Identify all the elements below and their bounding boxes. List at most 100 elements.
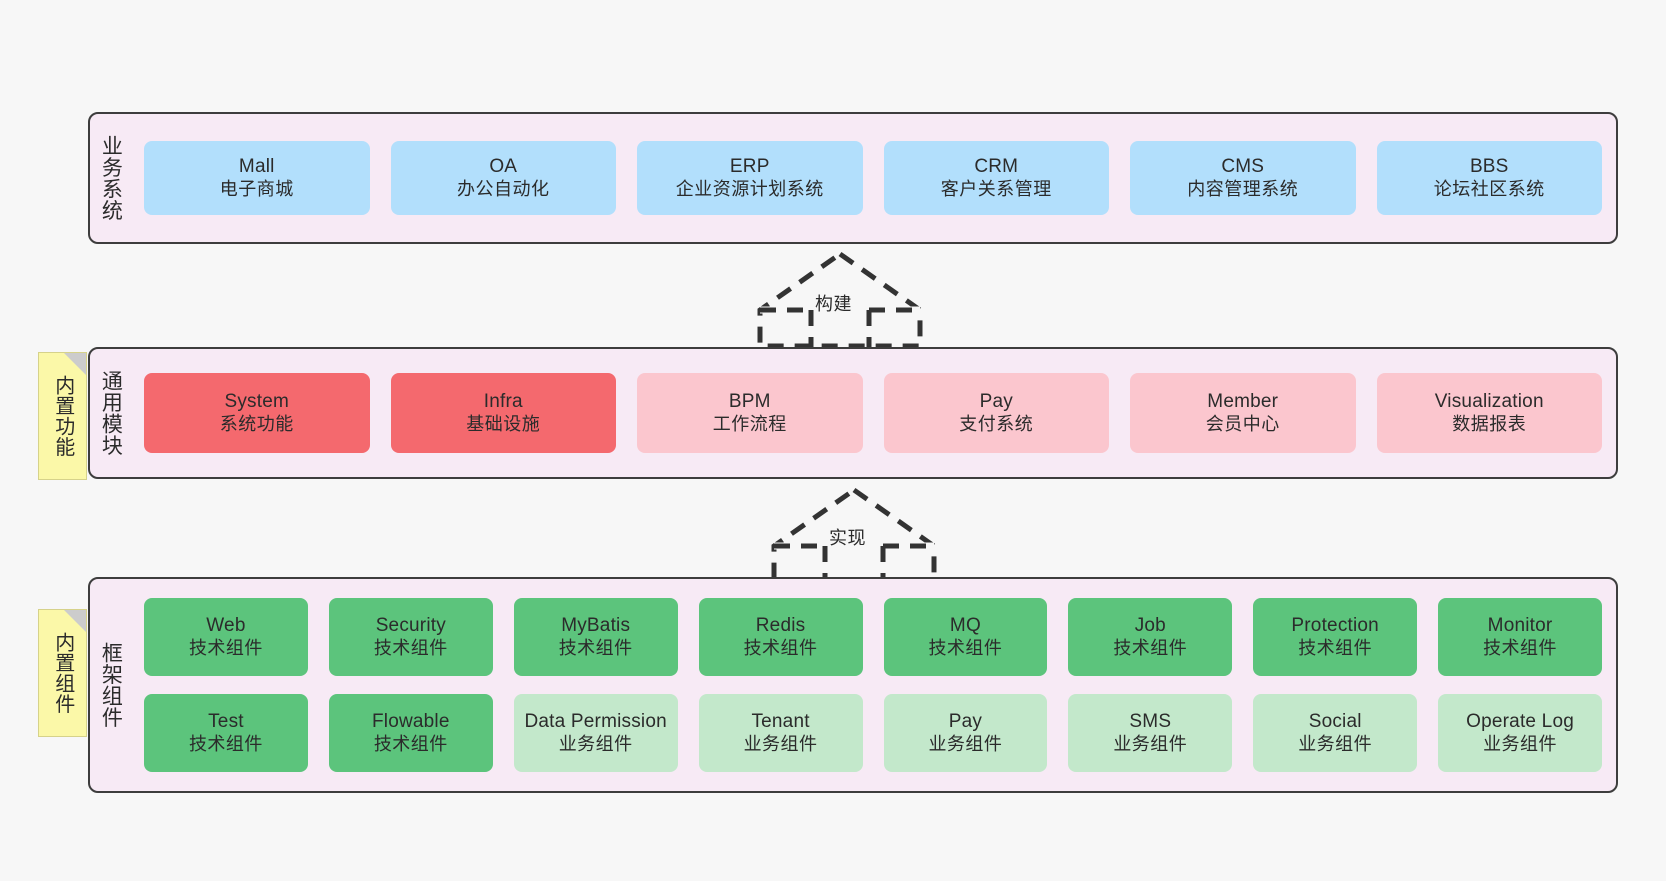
card-subtitle: 业务组件 bbox=[1483, 733, 1558, 754]
card-subtitle: 企业资源计划系统 bbox=[675, 178, 824, 199]
card-title: Social bbox=[1308, 711, 1362, 733]
sticky-note-builtin-components: 内置组件 bbox=[38, 609, 87, 737]
sticky-note-builtin-features: 内置功能 bbox=[38, 352, 87, 480]
connector-label-implement: 实现 bbox=[829, 528, 866, 548]
card-protection[interactable]: Protection 技术组件 bbox=[1253, 598, 1418, 676]
card-data-permission[interactable]: Data Permission 业务组件 bbox=[513, 694, 678, 772]
card-job[interactable]: Job 技术组件 bbox=[1068, 598, 1233, 676]
card-title: MQ bbox=[949, 615, 981, 637]
card-cms[interactable]: CMS 内容管理系统 bbox=[1130, 141, 1356, 215]
card-visualization[interactable]: Visualization 数据报表 bbox=[1376, 373, 1602, 453]
connector-label-build: 构建 bbox=[815, 294, 852, 314]
card-subtitle: 办公自动化 bbox=[457, 178, 550, 199]
layer-title-common-modules: 通用模块 bbox=[99, 370, 123, 456]
card-title: Security bbox=[375, 615, 446, 637]
card-monitor[interactable]: Monitor 技术组件 bbox=[1438, 598, 1602, 676]
card-subtitle: 系统功能 bbox=[219, 413, 294, 434]
card-flowable[interactable]: Flowable 技术组件 bbox=[328, 694, 493, 772]
card-subtitle: 论坛社区系统 bbox=[1433, 178, 1545, 199]
card-title: Pay bbox=[979, 391, 1013, 413]
card-title: Flowable bbox=[371, 711, 450, 733]
card-crm[interactable]: CRM 客户关系管理 bbox=[883, 141, 1109, 215]
card-grid-framework-components: Web 技术组件 Security 技术组件 MyBatis 技术组件 Redi… bbox=[130, 579, 1616, 791]
card-title: Data Permission bbox=[524, 711, 667, 733]
card-title: Infra bbox=[483, 391, 523, 413]
card-row: Mall 电子商城 OA 办公自动化 ERP 企业资源计划系统 CRM 客户关系… bbox=[144, 141, 1602, 215]
card-subtitle: 业务组件 bbox=[558, 733, 633, 754]
card-subtitle: 客户关系管理 bbox=[940, 178, 1052, 199]
card-subtitle: 基础设施 bbox=[466, 413, 541, 434]
card-subtitle: 技术组件 bbox=[373, 733, 448, 754]
card-title: Web bbox=[206, 615, 246, 637]
card-test[interactable]: Test 技术组件 bbox=[144, 694, 308, 772]
card-title: Monitor bbox=[1487, 615, 1553, 637]
card-redis[interactable]: Redis 技术组件 bbox=[698, 598, 863, 676]
card-subtitle: 技术组件 bbox=[1113, 637, 1188, 658]
card-row: System 系统功能 Infra 基础设施 BPM 工作流程 Pay 支付系统… bbox=[144, 373, 1602, 453]
card-mq[interactable]: MQ 技术组件 bbox=[883, 598, 1048, 676]
card-grid-business-systems: Mall 电子商城 OA 办公自动化 ERP 企业资源计划系统 CRM 客户关系… bbox=[130, 114, 1616, 242]
card-subtitle: 技术组件 bbox=[188, 733, 263, 754]
card-title: MyBatis bbox=[561, 615, 631, 637]
card-security[interactable]: Security 技术组件 bbox=[328, 598, 493, 676]
card-title: BPM bbox=[728, 391, 771, 413]
layer-framework-components: 框架组件 Web 技术组件 Security 技术组件 MyBatis 技术组件… bbox=[88, 577, 1618, 793]
card-subtitle: 技术组件 bbox=[558, 637, 633, 658]
card-subtitle: 技术组件 bbox=[928, 637, 1003, 658]
card-title: Member bbox=[1207, 391, 1279, 413]
card-subtitle: 业务组件 bbox=[1298, 733, 1373, 754]
card-system[interactable]: System 系统功能 bbox=[144, 373, 370, 453]
card-subtitle: 技术组件 bbox=[1298, 637, 1373, 658]
card-erp[interactable]: ERP 企业资源计划系统 bbox=[637, 141, 863, 215]
card-subtitle: 支付系统 bbox=[959, 413, 1034, 434]
card-title: BBS bbox=[1469, 156, 1509, 178]
card-subtitle: 技术组件 bbox=[373, 637, 448, 658]
card-mybatis[interactable]: MyBatis 技术组件 bbox=[513, 598, 678, 676]
layer-title-business-systems: 业务系统 bbox=[99, 135, 123, 221]
card-operate-log[interactable]: Operate Log 业务组件 bbox=[1438, 694, 1602, 772]
card-title: CRM bbox=[974, 156, 1019, 178]
card-row: Web 技术组件 Security 技术组件 MyBatis 技术组件 Redi… bbox=[144, 598, 1602, 676]
card-infra[interactable]: Infra 基础设施 bbox=[390, 373, 616, 453]
card-pay[interactable]: Pay 支付系统 bbox=[883, 373, 1109, 453]
card-subtitle: 业务组件 bbox=[1113, 733, 1188, 754]
layer-title-framework-components: 框架组件 bbox=[99, 642, 123, 728]
sticky-note-label: 内置组件 bbox=[51, 632, 74, 714]
card-subtitle: 电子商城 bbox=[219, 178, 294, 199]
card-sms[interactable]: SMS 业务组件 bbox=[1068, 694, 1233, 772]
card-title: Visualization bbox=[1434, 391, 1544, 413]
card-subtitle: 数据报表 bbox=[1452, 413, 1527, 434]
card-subtitle: 内容管理系统 bbox=[1187, 178, 1299, 199]
card-oa[interactable]: OA 办公自动化 bbox=[390, 141, 616, 215]
layer-business-systems: 业务系统 Mall 电子商城 OA 办公自动化 ERP 企业资源计划系统 CRM… bbox=[88, 112, 1618, 244]
card-subtitle: 会员中心 bbox=[1205, 413, 1280, 434]
card-title: System bbox=[224, 391, 290, 413]
card-subtitle: 技术组件 bbox=[188, 637, 263, 658]
card-title: Protection bbox=[1291, 615, 1379, 637]
card-title: CMS bbox=[1221, 156, 1265, 178]
card-web[interactable]: Web 技术组件 bbox=[144, 598, 308, 676]
card-grid-common-modules: System 系统功能 Infra 基础设施 BPM 工作流程 Pay 支付系统… bbox=[130, 349, 1616, 477]
card-title: Job bbox=[1134, 615, 1166, 637]
card-subtitle: 业务组件 bbox=[928, 733, 1003, 754]
card-subtitle: 技术组件 bbox=[1483, 637, 1558, 658]
card-subtitle: 业务组件 bbox=[743, 733, 818, 754]
card-title: SMS bbox=[1129, 711, 1172, 733]
card-title: ERP bbox=[729, 156, 770, 178]
card-row: Test 技术组件 Flowable 技术组件 Data Permission … bbox=[144, 694, 1602, 772]
card-title: Redis bbox=[755, 615, 806, 637]
sticky-note-label: 内置功能 bbox=[51, 375, 74, 457]
card-pay-business[interactable]: Pay 业务组件 bbox=[883, 694, 1048, 772]
card-member[interactable]: Member 会员中心 bbox=[1130, 373, 1356, 453]
card-subtitle: 工作流程 bbox=[712, 413, 787, 434]
layer-common-modules: 通用模块 System 系统功能 Infra 基础设施 BPM 工作流程 Pay… bbox=[88, 347, 1618, 479]
card-bpm[interactable]: BPM 工作流程 bbox=[637, 373, 863, 453]
card-mall[interactable]: Mall 电子商城 bbox=[144, 141, 370, 215]
card-subtitle: 技术组件 bbox=[743, 637, 818, 658]
card-title: Tenant bbox=[751, 711, 810, 733]
card-tenant[interactable]: Tenant 业务组件 bbox=[698, 694, 863, 772]
card-title: Operate Log bbox=[1466, 711, 1574, 733]
card-social[interactable]: Social 业务组件 bbox=[1253, 694, 1418, 772]
card-title: Mall bbox=[238, 156, 275, 178]
card-bbs[interactable]: BBS 论坛社区系统 bbox=[1376, 141, 1602, 215]
